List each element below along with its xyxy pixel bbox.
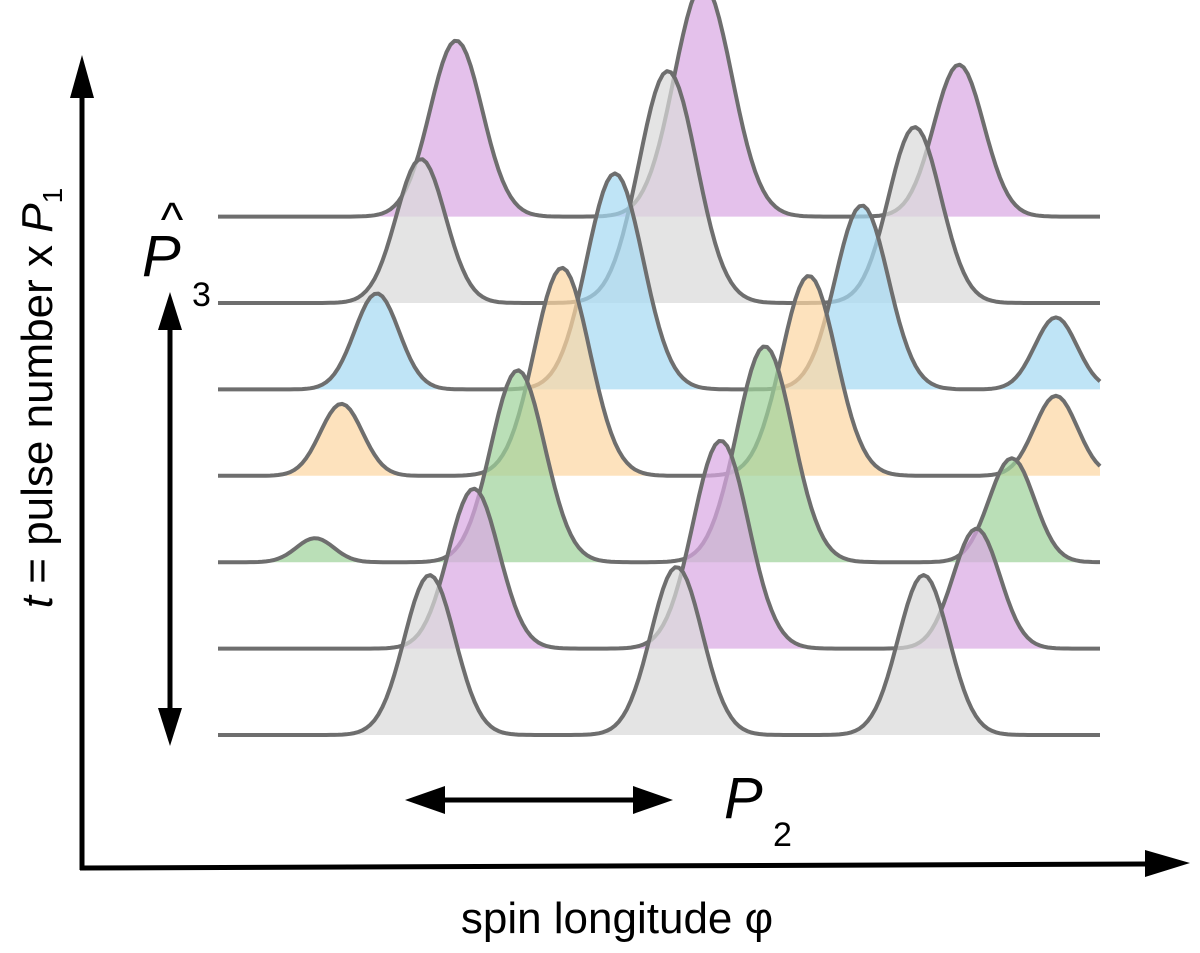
p3-interval-arrow xyxy=(158,292,182,746)
y-axis-label: t = pulse number x P1 xyxy=(13,188,68,608)
pulse-profile-line-6 xyxy=(218,69,1100,305)
x-axis-label: spin longitude φ xyxy=(461,894,773,943)
subpulse-blue-5-1 xyxy=(306,293,447,390)
subpulse-purple-7-1 xyxy=(374,40,539,217)
y-axis-label-t: t xyxy=(13,594,62,608)
p3-label-sub: 3 xyxy=(192,276,211,314)
axes xyxy=(70,55,1190,877)
p2-interval-arrow xyxy=(405,786,673,814)
y-axis-label-P: P xyxy=(13,203,62,233)
y-axis-label-text: = pulse number x xyxy=(13,233,62,596)
x-axis-line xyxy=(79,861,1151,871)
p2-label: P xyxy=(724,766,763,831)
pulse-profile-line-3 xyxy=(218,344,1100,565)
pulse-stack xyxy=(218,0,1102,737)
p3-hat: ^ xyxy=(161,194,184,247)
pulse-profile-line-1 xyxy=(218,565,1100,737)
pulse-row-1 xyxy=(218,565,1100,737)
y-axis-arrowhead xyxy=(70,55,94,98)
pulse-row-4 xyxy=(218,265,1102,478)
p2-label-sub: 2 xyxy=(773,816,792,854)
x-axis-arrowhead xyxy=(1145,850,1190,877)
subpulse-orange-4-1 xyxy=(274,403,407,476)
subpulse-blue-5-4 xyxy=(991,317,1100,390)
pulse-profile-line-4 xyxy=(218,265,1102,478)
y-axis-label-sub: 1 xyxy=(37,188,68,204)
p3-label: P xyxy=(142,224,181,289)
pulse-profile-line-5 xyxy=(218,171,1102,392)
